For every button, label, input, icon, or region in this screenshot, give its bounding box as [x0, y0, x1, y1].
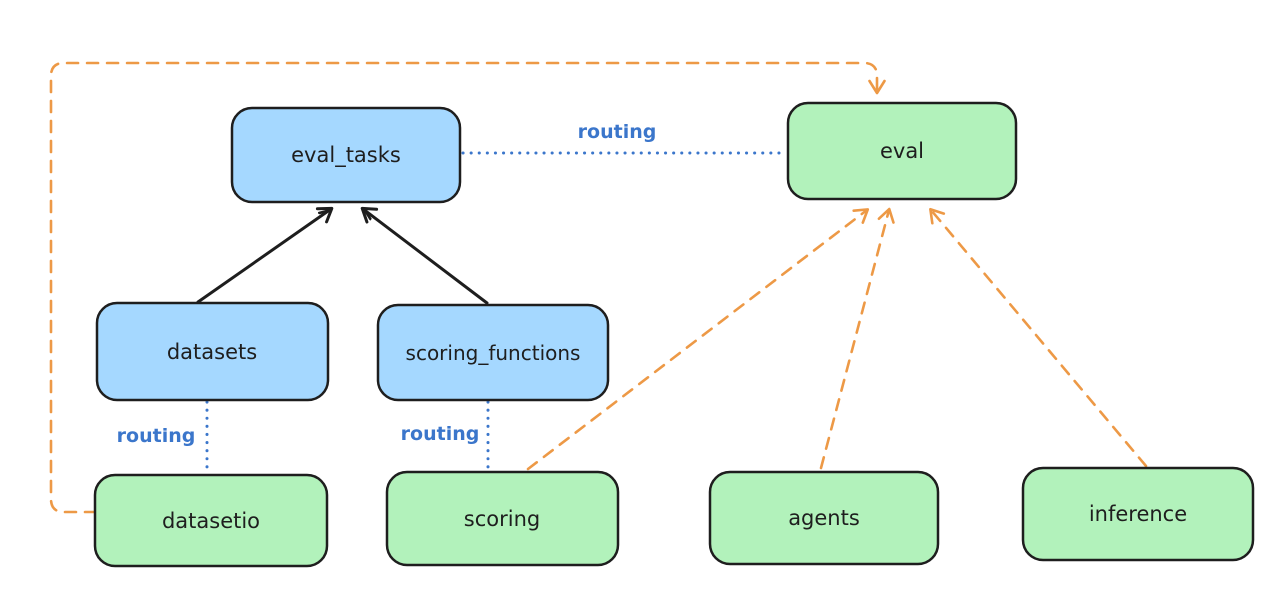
- node-agents-box: [708, 470, 940, 566]
- edge-datasetio-to-eval: [49, 61, 886, 514]
- node-scoring: scoring: [385, 470, 620, 567]
- node-inference-box: [1021, 466, 1255, 562]
- node-inference-label: inference: [1089, 502, 1187, 526]
- routing-label-eval-tasks-eval: routing: [578, 121, 657, 143]
- edge-inference-to-eval: [929, 207, 1148, 468]
- node-eval-tasks-box: [230, 106, 462, 204]
- node-scoring-functions-label: scoring_functions: [406, 341, 581, 365]
- edge-agents-to-eval: [819, 207, 895, 470]
- node-eval-box: [786, 101, 1018, 201]
- node-inference: inference: [1021, 466, 1255, 562]
- node-datasetio-label: datasetio: [162, 509, 260, 533]
- node-agents: agents: [708, 470, 940, 566]
- node-datasets-label: datasets: [167, 340, 257, 364]
- node-eval-tasks-label: eval_tasks: [291, 143, 401, 168]
- node-datasets-box: [95, 301, 330, 402]
- node-datasets: datasets: [95, 301, 330, 402]
- node-scoring-label: scoring: [464, 507, 540, 531]
- node-eval: eval: [786, 101, 1018, 201]
- edge-scoring-functions-to-eval-tasks: [363, 209, 489, 305]
- routing-label-scoring-functions-scoring: routing: [401, 423, 480, 445]
- node-scoring-box: [385, 470, 620, 567]
- node-datasetio-box: [93, 473, 329, 568]
- edge-scoring-to-eval: [526, 208, 870, 471]
- routing-label-datasets-datasetio: routing: [117, 425, 196, 447]
- node-eval-tasks: eval_tasks: [230, 106, 462, 204]
- edge-datasets-to-eval-tasks: [196, 209, 331, 304]
- node-datasetio: datasetio: [93, 473, 329, 568]
- node-eval-label: eval: [880, 139, 924, 163]
- node-agents-label: agents: [788, 506, 860, 530]
- node-scoring-functions-box: [376, 303, 610, 402]
- node-scoring-functions: scoring_functions: [376, 303, 610, 402]
